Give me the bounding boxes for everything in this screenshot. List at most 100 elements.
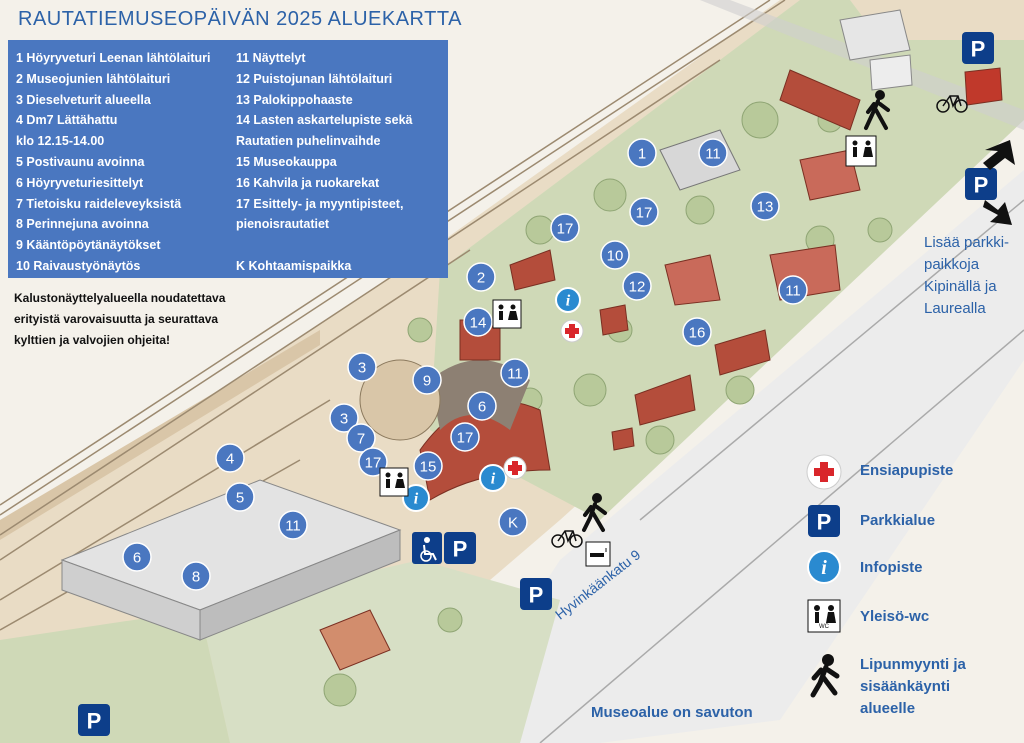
marker-label: 16 [689,325,706,342]
legend-label-first-aid: Ensiapupiste [860,462,954,479]
legend-item: 10 Raivaustyönäytös [16,258,141,273]
wc-icon-upper [492,299,522,329]
legend-first-aid-icon [806,454,842,490]
legend-item: klo 12.15-14.00 [16,134,105,149]
legend-pedestrian-icon [810,654,840,698]
marker-label: 6 [478,399,486,416]
first-aid-icon-upper [560,319,584,343]
map-marker-17: 17 [450,422,480,452]
map-marker-1: 1 [627,138,657,168]
svg-text:P: P [87,709,102,734]
legend-item: 4 Dm7 Lättähattu [16,113,118,128]
note-line: paikkoja [924,256,980,273]
arrow-down-right-icon [983,200,1012,225]
numbered-legend: 1 Höyryveturi Leenan lähtölaituri 2 Museo… [8,40,448,278]
map-marker-13: 13 [750,191,780,221]
map-marker-11: 11 [698,138,728,168]
smoke-free-note: Museoalue on savuton [591,704,753,721]
marker-label: 3 [358,360,366,377]
map-marker-3: 3 [347,352,377,382]
map-marker-5: 5 [225,482,255,512]
map-marker-K: K [498,507,528,537]
info-icon-left: i [402,484,430,512]
note-line: Lisää parkki- [924,234,1010,251]
map-marker-10: 10 [600,240,630,270]
legend-item: 14 Lasten askartelupiste sekä [236,113,413,128]
svg-text:WC: WC [819,624,830,630]
svg-text:i: i [414,491,419,508]
warning-line: Kalustonäyttelyalueella noudatettava [14,291,226,305]
marker-label: 1 [638,146,646,163]
info-icon-lower: i [479,464,507,492]
bicycle-icon-entrance [551,530,583,548]
svg-text:i: i [566,293,571,310]
marker-label: 15 [420,459,437,476]
marker-label: 5 [236,490,244,507]
marker-label: 17 [365,455,382,472]
legend-item: K Kohtaamispaikka [236,258,352,273]
arrow-up-right-icon [983,140,1015,170]
parking-icon-top-right: P [962,32,994,64]
legend-item: 3 Dieselveturit alueella [16,92,151,107]
legend-item: 8 Perinnejuna avoinna [16,217,149,232]
marker-label: 6 [133,550,141,567]
wc-icon-lower [379,467,409,497]
parking-icon-right: P [965,168,997,200]
map-marker-15: 15 [413,451,443,481]
legend-item [236,235,413,256]
street [440,170,1024,743]
map-marker-16: 16 [682,317,712,347]
legend-item: pienoisrautatiet [236,217,330,232]
legend-item: 11 Näyttelyt [236,51,306,65]
note-line: Kipinällä ja [924,278,997,295]
legend-column-right: 11 Näyttelyt 12 Puistojunan lähtölaituri 1… [236,48,413,277]
legend-item: 5 Postivaunu avoinna [16,154,145,169]
accessible-parking-icon: P [412,532,476,564]
first-aid-icon-lower [503,456,527,480]
marker-label: K [508,515,518,532]
legend-label-entrance: sisäänkäynti [860,678,951,695]
legend-item: 9 Kääntöpöytänäytökset [16,238,161,253]
marker-label: 9 [423,373,431,390]
legend-info-icon: i [807,550,841,584]
marker-label: 17 [636,205,653,222]
svg-text:P: P [453,537,468,562]
svg-text:i: i [821,557,827,579]
marker-label: 4 [226,451,234,468]
map-marker-2: 2 [466,262,496,292]
legend-item: 2 Museojunien lähtölaituri [16,71,171,86]
marker-label: 11 [285,518,301,535]
safety-warning: Kalustonäyttelyalueella noudatettava eri… [14,288,264,351]
map-marker-6: 6 [122,542,152,572]
map-marker-17: 17 [629,197,659,227]
marker-label: 2 [477,270,485,287]
legend-item: 1 Höyryveturi Leenan lähtölaituri [16,51,211,65]
parking-icon-bottom-left: P [78,704,110,736]
map-marker-14: 14 [463,307,493,337]
map-marker-11: 11 [278,510,308,540]
legend-label-entrance: Lipunmyynti ja [860,656,966,673]
legend-column-left: 1 Höyryveturi Leenan lähtölaituri 2 Museo… [16,48,211,277]
parking-icon-entrance: P [520,578,552,610]
map-marker-17: 17 [550,213,580,243]
marker-label: 3 [340,411,348,428]
legend-item: 12 Puistojunan lähtölaituri [236,71,393,86]
no-smoking-icon [585,541,611,567]
note-line: Laurealla [924,300,986,317]
map-marker-11: 11 [778,275,808,305]
marker-label: 10 [607,248,624,265]
svg-text:P: P [971,37,986,62]
marker-label: 13 [757,199,774,216]
map-marker-11: 11 [500,358,530,388]
wc-icon-right [845,135,877,167]
marker-label: 11 [785,283,801,300]
marker-label: 17 [557,221,574,238]
marker-label: 11 [705,146,721,163]
svg-text:P: P [974,173,989,198]
legend-item: 6 Höyryveturiesittelyt [16,175,144,190]
legend-item: 15 Museokauppa [236,154,337,169]
legend-label-entrance: alueelle [860,700,916,717]
info-icon-upper: i [555,287,581,313]
